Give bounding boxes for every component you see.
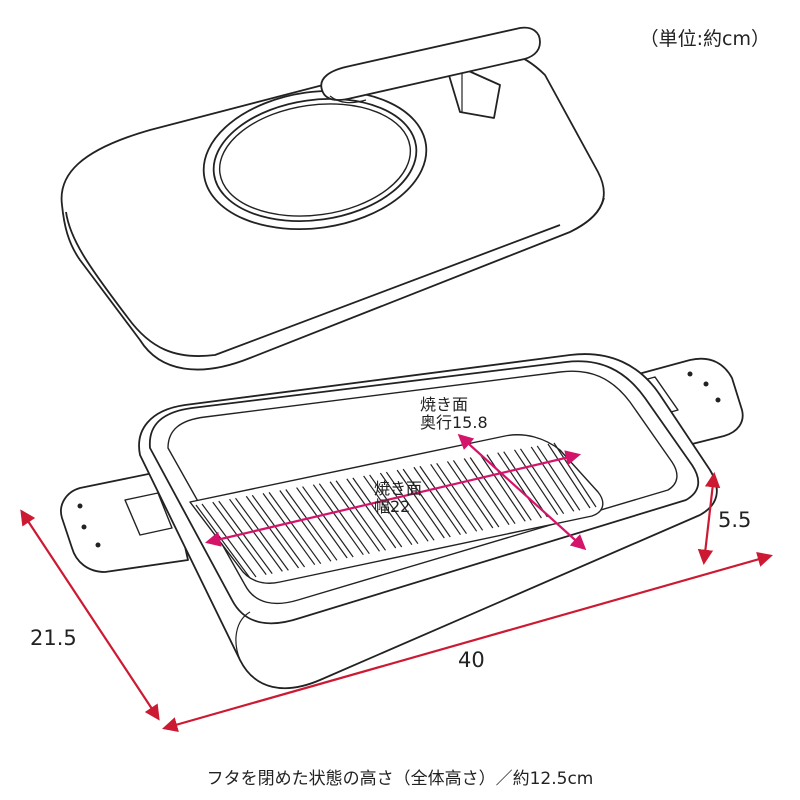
surface-width-value: 幅22 [374,496,411,516]
height-caption: フタを閉めた状態の高さ（全体高さ）／約12.5cm [206,769,594,789]
surface-depth-arrow [457,433,587,551]
surface-depth-title: 焼き面 [420,395,469,414]
height-label: 5.5 [718,508,752,532]
depth-arrow [20,509,160,721]
surface-width-label: 焼き面 幅22 [374,480,422,515]
surface-width-title: 焼き面 [374,479,423,498]
width-label: 40 [458,648,485,672]
lid-window-glass [218,103,412,217]
width-arrow [162,551,773,733]
lid [60,26,605,371]
height-arrow [697,471,721,566]
depth-label: 21.5 [30,626,77,650]
lid-handle [320,26,541,101]
surface-depth-value: 奥行15.8 [420,412,488,432]
unit-note: （単位:約cm） [639,28,770,50]
surface-depth-label: 焼き面 奥行15.8 [420,396,488,431]
